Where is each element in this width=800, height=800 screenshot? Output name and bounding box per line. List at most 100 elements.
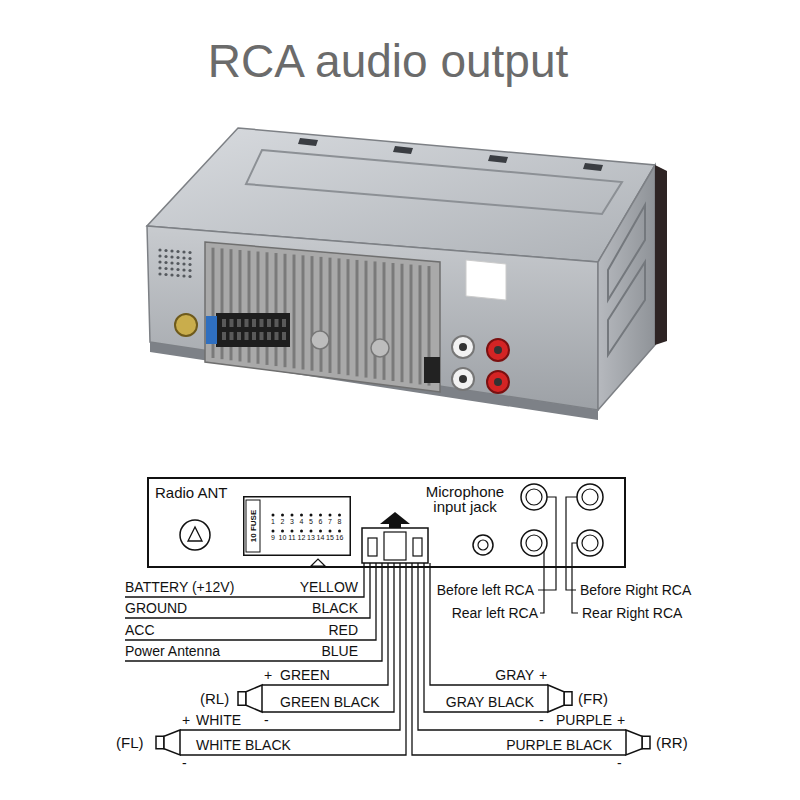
pin-dot bbox=[272, 514, 275, 517]
radio-unit-photo bbox=[494, 346, 502, 354]
pin-number: 11 bbox=[288, 534, 295, 542]
pin-number: 7 bbox=[328, 518, 332, 526]
connector-pins bbox=[282, 319, 286, 327]
pin-dot bbox=[329, 530, 332, 533]
radio-unit-photo bbox=[459, 343, 467, 351]
pin-number: 3 bbox=[290, 518, 294, 526]
connector-pins bbox=[245, 332, 249, 340]
title: RCA audio output bbox=[208, 34, 569, 88]
speaker-symbol: (FL)+- bbox=[116, 706, 192, 774]
connector-pins bbox=[222, 319, 226, 327]
pin-number: 10 bbox=[279, 534, 287, 542]
connector-outline bbox=[244, 497, 351, 556]
harness-plug bbox=[413, 538, 422, 556]
heatsink-fins bbox=[329, 258, 332, 373]
harness-wires bbox=[424, 563, 548, 712]
radio-unit-photo bbox=[583, 163, 603, 171]
heatsink-fins bbox=[374, 261, 377, 378]
vent-holes bbox=[176, 268, 179, 271]
wire-color: PURPLE bbox=[556, 712, 612, 728]
unit-back-panel bbox=[148, 478, 625, 567]
connector-pins bbox=[275, 332, 279, 340]
connector-pins bbox=[237, 332, 241, 340]
vent-holes bbox=[164, 273, 167, 276]
harness-wires bbox=[125, 563, 376, 640]
pin-number: 6 bbox=[319, 518, 323, 526]
pin-dot bbox=[338, 530, 341, 533]
heatsink-fins bbox=[293, 255, 296, 369]
pin-number: 8 bbox=[338, 518, 342, 526]
wire-color: BLUE bbox=[321, 643, 358, 659]
rca-label: Rear left RCA bbox=[452, 605, 538, 621]
radio-unit-photo bbox=[311, 331, 329, 349]
radio-unit-photo bbox=[459, 375, 467, 383]
antenna-socket-outline bbox=[180, 520, 210, 550]
rca-jack bbox=[577, 530, 603, 556]
harness-plug bbox=[311, 559, 325, 566]
connector-pins bbox=[267, 319, 271, 327]
radio-unit-photo bbox=[246, 150, 622, 214]
radio-unit-photo bbox=[466, 260, 506, 300]
radio-unit-photo bbox=[298, 138, 318, 146]
heatsink-fins bbox=[356, 260, 359, 376]
vent-holes bbox=[176, 250, 179, 253]
antenna-socket: Radio ANT bbox=[152, 482, 242, 554]
antenna-label: Radio ANT bbox=[155, 484, 228, 501]
pin-number: 13 bbox=[307, 534, 315, 542]
wire-function: BATTERY (+12V) bbox=[125, 579, 234, 595]
vent-holes bbox=[164, 249, 167, 252]
wire-function: GROUND bbox=[125, 600, 187, 616]
connector-pins bbox=[230, 319, 234, 327]
vent-holes bbox=[170, 267, 173, 270]
connector-pins bbox=[260, 319, 264, 327]
heatsink-fins bbox=[401, 264, 404, 382]
harness-plug bbox=[384, 532, 406, 560]
vent-holes bbox=[164, 261, 167, 264]
pin-number: 2 bbox=[281, 518, 285, 526]
vent-holes bbox=[158, 248, 191, 278]
harness-wires bbox=[262, 563, 388, 685]
wire-color: GREEN BLACK bbox=[280, 694, 380, 710]
vent-holes bbox=[182, 268, 185, 271]
fuse-slot bbox=[246, 500, 260, 552]
pin-dot bbox=[291, 514, 294, 517]
wire-color: GRAY BLACK bbox=[446, 694, 534, 710]
connector-pins bbox=[245, 319, 249, 327]
radio-unit-photo bbox=[452, 336, 474, 358]
speaker-position: (FR) bbox=[578, 691, 608, 707]
jack-outline bbox=[473, 535, 493, 555]
speaker-symbol: (RR)+- bbox=[618, 706, 694, 774]
pin-number: 14 bbox=[317, 534, 325, 542]
polarity-mark: - bbox=[617, 756, 622, 770]
speaker-cone bbox=[246, 685, 262, 712]
polarity-mark: - bbox=[539, 713, 544, 727]
vent-holes bbox=[170, 249, 173, 252]
jack-hole bbox=[478, 540, 488, 550]
vent-holes bbox=[170, 261, 173, 264]
rca-label: Before left RCA bbox=[437, 582, 534, 598]
vent-holes bbox=[158, 248, 161, 251]
pin-dot bbox=[272, 530, 275, 533]
radio-unit-photo bbox=[598, 165, 655, 410]
speaker-magnet bbox=[238, 692, 246, 706]
vent-holes bbox=[188, 275, 191, 278]
pin-number: 15 bbox=[326, 534, 334, 542]
vent-holes bbox=[188, 257, 191, 260]
heatsink-fins bbox=[419, 265, 422, 384]
wire-color: WHITE bbox=[196, 712, 241, 728]
radio-unit-photo bbox=[488, 155, 508, 163]
harness-wires bbox=[262, 563, 394, 712]
wire-color: GREEN bbox=[280, 667, 330, 683]
polarity-mark: - bbox=[264, 713, 269, 727]
connector-pins bbox=[222, 332, 226, 340]
connector-pins bbox=[275, 319, 279, 327]
pin-dot bbox=[329, 514, 332, 517]
heatsink-fins bbox=[392, 263, 395, 381]
speaker-magnet bbox=[156, 736, 164, 749]
vent-holes bbox=[158, 266, 161, 269]
wire-color: GRAY bbox=[495, 667, 534, 683]
radio-unit-photo bbox=[487, 339, 509, 361]
wire-color: PURPLE BLACK bbox=[506, 737, 612, 753]
microphone-jack: Microphone input jack bbox=[415, 482, 519, 560]
